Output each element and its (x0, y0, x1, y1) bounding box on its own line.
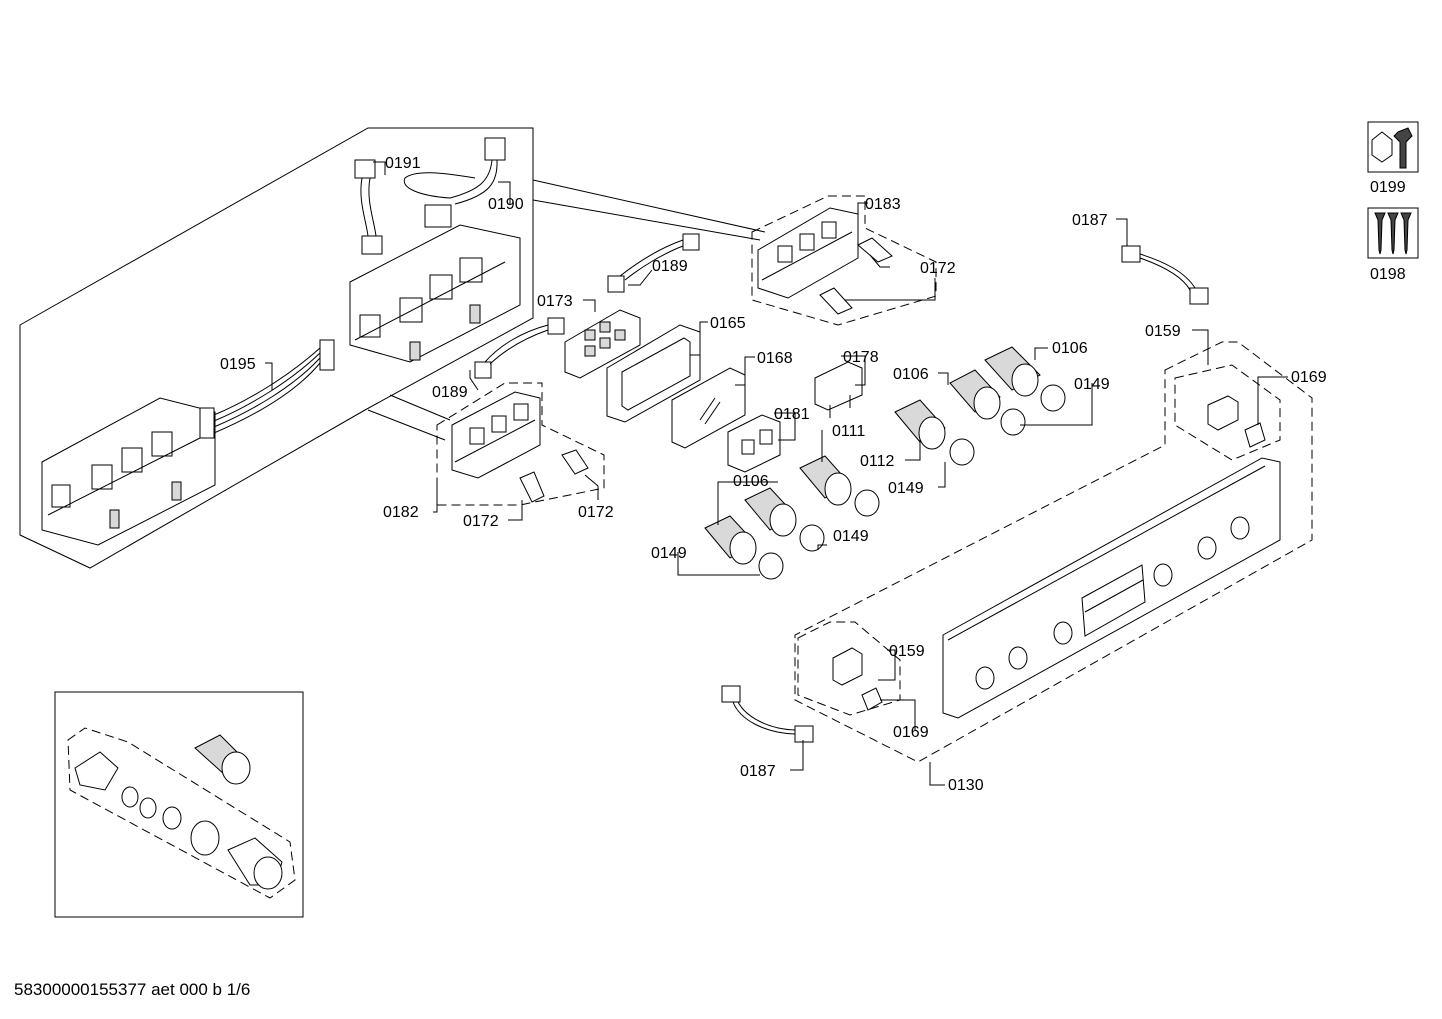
switch-module-0182 (436, 382, 605, 506)
knob-0106-b (949, 369, 1026, 436)
label-0106-a: 0106 (1052, 340, 1088, 357)
switch-0181 (727, 414, 781, 473)
label-0195: 0195 (220, 356, 256, 373)
connector-cable-0187-upper (1121, 245, 1209, 305)
ribbon-cable (199, 339, 335, 439)
document-id: 58300000155377 aet 000 b 1/6 (14, 980, 251, 999)
label-0159-lower: 0159 (889, 643, 925, 660)
label-0173: 0173 (537, 293, 573, 310)
knob-detail-inset (54, 691, 304, 918)
connector-cable-short (354, 159, 383, 255)
label-0178: 0178 (843, 349, 879, 366)
connector-cable-0187-lower (721, 685, 814, 743)
screws-icon (1367, 207, 1419, 259)
label-0189-lower: 0189 (432, 384, 468, 401)
label-0182: 0182 (383, 504, 419, 521)
label-0149-b: 0149 (888, 480, 924, 497)
switch-0178 (814, 361, 863, 418)
circuit-board (564, 309, 641, 379)
label-0168: 0168 (757, 350, 793, 367)
knob-0112 (894, 399, 975, 466)
label-0111: 0111 (832, 423, 865, 440)
label-0169-lower: 0169 (893, 724, 929, 741)
label-0191: 0191 (385, 155, 421, 172)
label-0112: 0112 (860, 453, 895, 470)
switch-block-lower (41, 397, 216, 546)
label-0172-b: 0172 (463, 513, 499, 530)
leader-lines (265, 161, 1288, 786)
bracket-group-lower (797, 621, 901, 716)
knob-0106-a (984, 346, 1066, 412)
label-0149-a: 0149 (1074, 376, 1110, 393)
display-frame (606, 324, 701, 423)
knob-0111 (799, 455, 880, 517)
connector-cable-0189-upper (607, 233, 700, 293)
label-0159-upper: 0159 (1145, 323, 1181, 340)
label-0198: 0198 (1370, 266, 1406, 283)
label-0190: 0190 (488, 196, 524, 213)
label-0106-c: 0106 (733, 473, 769, 490)
knob-0106-c (744, 487, 825, 552)
wrench-nut-icon (1367, 121, 1419, 173)
label-0199: 0199 (1370, 179, 1406, 196)
label-0130: 0130 (948, 777, 984, 794)
part-labels: 0191 0190 0195 0189 0189 0173 0165 0168 … (220, 155, 1406, 794)
label-0172-c: 0172 (578, 504, 614, 521)
switch-block-upper (349, 224, 521, 363)
label-0106-b: 0106 (893, 366, 929, 383)
knob-0106-d (704, 515, 784, 580)
label-0187-lower: 0187 (740, 763, 776, 780)
label-0169-upper: 0169 (1291, 369, 1327, 386)
control-panel-0130 (794, 341, 1313, 763)
bracket-group-upper (1174, 364, 1281, 461)
switch-module-0183 (751, 195, 937, 326)
knobs (704, 346, 1066, 580)
label-0149-c: 0149 (833, 528, 869, 545)
label-0187-upper: 0187 (1072, 212, 1108, 229)
label-0181: 0181 (774, 406, 810, 423)
label-0183: 0183 (865, 196, 901, 213)
connector-cable-0189-lower (474, 317, 565, 379)
display-glass (671, 367, 746, 449)
label-0165: 0165 (710, 315, 746, 332)
label-0189-upper: 0189 (652, 258, 688, 275)
label-0149-d: 0149 (651, 545, 687, 562)
control-module-assembly-frame (19, 127, 534, 569)
label-0172-a: 0172 (920, 260, 956, 277)
connector-cable-loop (403, 137, 506, 228)
